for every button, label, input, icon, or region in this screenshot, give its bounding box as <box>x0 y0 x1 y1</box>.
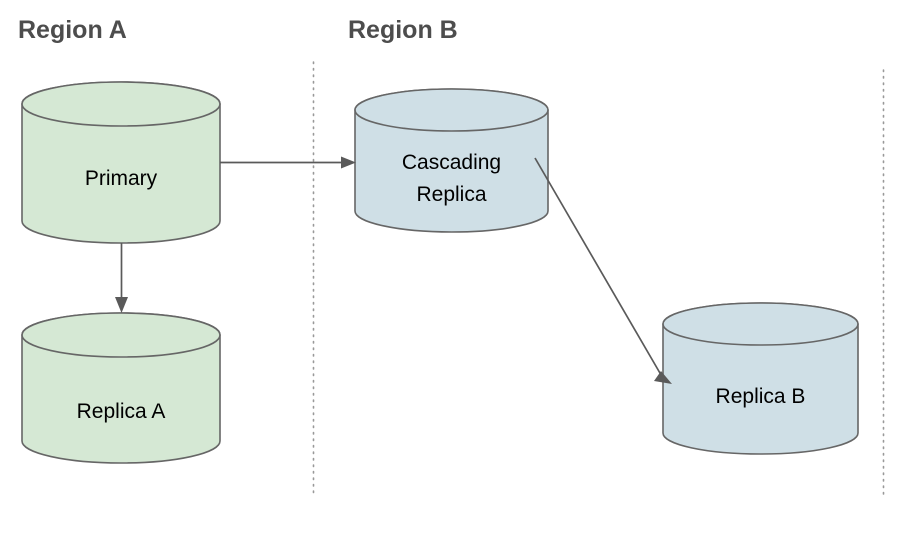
node-replica-a[interactable]: Replica A <box>21 312 221 464</box>
cascading-replica-label-line1: Cascading <box>402 151 501 174</box>
edge-primary-to-replica-a-arrowhead <box>115 297 128 313</box>
replica-b-label: Replica B <box>716 385 806 408</box>
edge-primary-to-cascading-replica <box>220 156 356 169</box>
edge-cascading-to-replica-b-arrowhead <box>654 371 672 384</box>
edge-cascading-to-replica-b-line <box>534 157 665 381</box>
cascading-replica-label-line2: Replica <box>416 183 486 206</box>
cascading-replica-cylinder-top <box>354 88 549 132</box>
primary-cylinder-top <box>21 81 221 127</box>
primary-label: Primary <box>85 167 158 190</box>
replica-a-label: Replica A <box>77 400 166 423</box>
region-a-label: Region A <box>18 16 127 44</box>
edge-primary-to-cascading-arrowhead <box>341 156 356 169</box>
replica-b-cylinder-top <box>662 302 859 346</box>
node-cascading-replica[interactable]: Cascading Replica <box>354 88 549 233</box>
region-b-label: Region B <box>348 16 458 44</box>
edge-primary-to-replica-a <box>115 243 128 313</box>
node-replica-b[interactable]: Replica B <box>662 302 859 455</box>
replica-a-cylinder-top <box>21 312 221 358</box>
node-primary[interactable]: Primary <box>21 81 221 244</box>
edge-cascading-replica-to-replica-b <box>534 157 672 384</box>
